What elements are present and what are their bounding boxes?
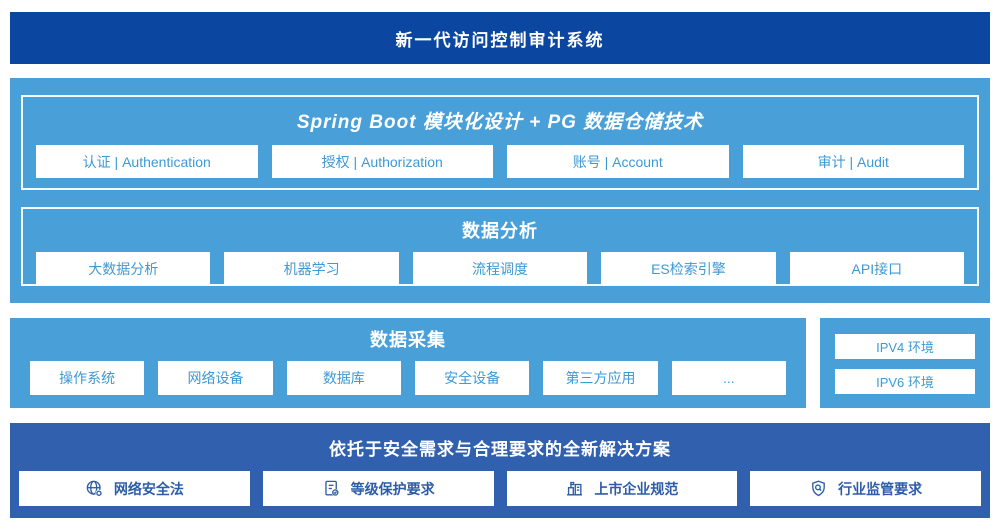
analysis-workflow: 流程调度 (412, 252, 588, 285)
solution-item-label: 网络安全法 (113, 480, 184, 497)
collection-more: ... (671, 361, 786, 395)
document-check-icon (322, 479, 341, 498)
solution-industry-regulation: 行业监管要求 (750, 471, 981, 506)
collection-database: 数据库 (286, 361, 401, 395)
solution-title: 依托于安全需求与合理要求的全新解决方案 (329, 440, 671, 459)
solution-section: 依托于安全需求与合理要求的全新解决方案 网络安全法 (10, 423, 990, 518)
analysis-section: 数据分析 大数据分析 机器学习 流程调度 ES检索引擎 API接口 (21, 207, 979, 286)
ipv4-environment: IPV4 环境 (835, 334, 975, 359)
module-authorization: 授权 | Authorization (271, 145, 493, 178)
collection-title: 数据采集 (370, 330, 446, 350)
globe-security-icon (85, 479, 104, 498)
system-title: 新一代访问控制审计系统 (395, 30, 605, 50)
module-audit: 审计 | Audit (742, 145, 964, 178)
solution-row: 网络安全法 等级保护要求 (19, 471, 981, 506)
modules-section: Spring Boot 模块化设计 + PG 数据仓储技术 认证 | Authe… (21, 95, 979, 190)
module-authentication: 认证 | Authentication (36, 145, 258, 178)
solution-item-label: 行业监管要求 (838, 480, 923, 497)
analysis-section-title: 数据分析 (462, 221, 538, 241)
solution-classified-protection: 等级保护要求 (262, 471, 494, 506)
module-account: 账号 | Account (507, 145, 729, 178)
shield-search-icon (809, 479, 828, 498)
solution-item-label: 等级保护要求 (350, 480, 435, 497)
solution-cybersecurity-law: 网络安全法 (19, 471, 250, 506)
ipv-panel: IPV4 环境 IPV6 环境 (820, 318, 990, 408)
building-icon (565, 479, 584, 498)
collection-area: 数据采集 操作系统 网络设备 数据库 安全设备 第三方应用 ... IPV4 环… (10, 318, 990, 408)
ipv6-environment: IPV6 环境 (835, 369, 975, 394)
solution-item-label: 上市企业规范 (594, 480, 679, 497)
analysis-bigdata: 大数据分析 (36, 252, 211, 285)
collection-os: 操作系统 (30, 361, 145, 395)
collection-thirdparty-app: 第三方应用 (543, 361, 658, 395)
analysis-row: 大数据分析 机器学习 流程调度 ES检索引擎 API接口 (36, 252, 965, 285)
platform-container: Spring Boot 模块化设计 + PG 数据仓储技术 认证 | Authe… (10, 78, 990, 303)
system-title-banner: 新一代访问控制审计系统 (10, 12, 990, 64)
collection-panel: 数据采集 操作系统 网络设备 数据库 安全设备 第三方应用 ... (10, 318, 806, 408)
analysis-machine-learning: 机器学习 (224, 252, 399, 285)
collection-network-device: 网络设备 (158, 361, 273, 395)
analysis-es-search: ES检索引擎 (601, 252, 776, 285)
modules-row: 认证 | Authentication 授权 | Authorization 账… (36, 145, 964, 178)
analysis-api: API接口 (789, 252, 965, 285)
modules-section-title: Spring Boot 模块化设计 + PG 数据仓储技术 (296, 112, 704, 133)
solution-listed-company: 上市企业规范 (506, 471, 738, 506)
collection-security-device: 安全设备 (414, 361, 530, 395)
collection-row: 操作系统 网络设备 数据库 安全设备 第三方应用 ... (30, 361, 786, 395)
